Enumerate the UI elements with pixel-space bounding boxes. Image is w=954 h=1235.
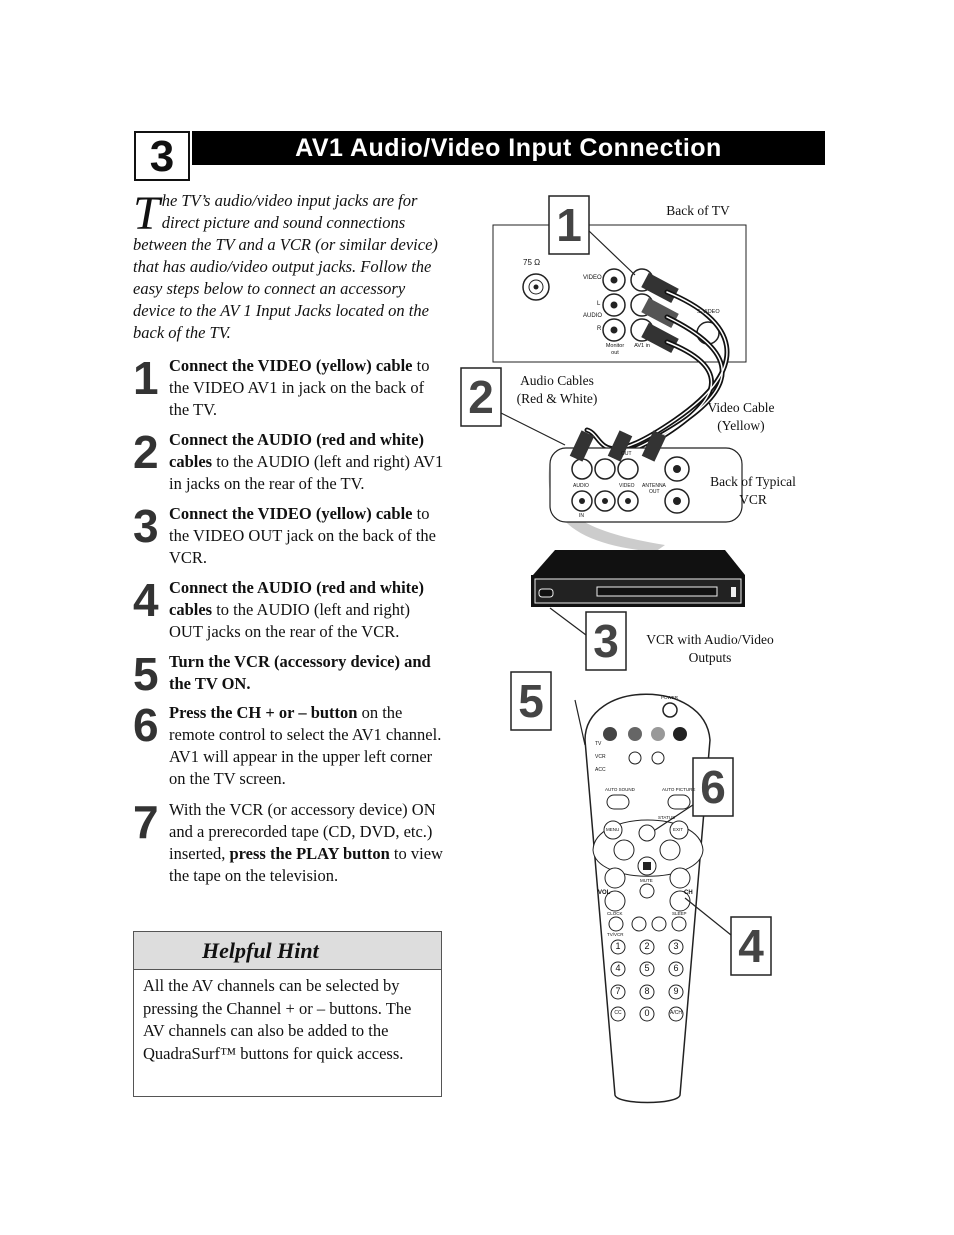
- label-audio-cables: Audio Cables (Red & White): [516, 373, 598, 406]
- remote-digit-1: 1: [615, 941, 621, 951]
- callout-2: 2: [468, 371, 494, 423]
- vcr-front: [531, 550, 745, 607]
- callout-boxes: [460, 195, 772, 976]
- section-number: 3: [134, 131, 190, 181]
- remote-digit-8: 8: [644, 986, 650, 996]
- callout-5: 5: [518, 675, 544, 727]
- remote-auto-sound-label: AUTO SOUND: [605, 787, 635, 792]
- remote-tvvcr-label: TV/VCR: [607, 932, 624, 937]
- step-7: 7 With the VCR (or accessory device) ON …: [133, 799, 453, 911]
- intro-dropcap: T: [133, 187, 160, 240]
- vcr-cable-plugs: [569, 430, 667, 462]
- vcr-antenna-label: ANTENNA: [642, 483, 666, 489]
- label-back-of-tv: Back of TV: [666, 203, 730, 218]
- callout-4: 4: [738, 920, 764, 972]
- callout-6: 6: [700, 761, 726, 813]
- step-text: Connect the VIDEO (yellow) cable to the …: [169, 504, 436, 567]
- step-text: Connect the AUDIO (red and white) cables…: [169, 430, 444, 493]
- step-text: Turn the VCR (accessory device) and the …: [169, 652, 431, 693]
- tv-monitor-out-label: Monitor out: [605, 343, 625, 356]
- step-text: With the VCR (or accessory device) ON an…: [169, 800, 443, 885]
- remote-tv-label: TV: [595, 741, 602, 747]
- hint-title: Helpful Hint: [133, 931, 442, 970]
- step-text: Connect the AUDIO (red and white) cables…: [169, 578, 424, 641]
- tv-audio-label: AUDIO: [583, 313, 603, 319]
- connection-diagram: [460, 195, 772, 1104]
- remote-cc-label: CC: [614, 1010, 622, 1016]
- section-title: AV1 Audio/Video Input Connection: [192, 131, 825, 165]
- remote-digit-0: 0: [644, 1008, 650, 1018]
- step-6: 6 Press the CH + or – button on the remo…: [133, 702, 453, 794]
- step-number: 5: [133, 648, 159, 700]
- step-1: 1 Connect the VIDEO (yellow) cable to th…: [133, 355, 453, 425]
- step-number: 2: [133, 426, 159, 478]
- callout-1: 1: [556, 199, 582, 251]
- remote-status-label: STATUS: [658, 815, 676, 820]
- remote-clock-label: CLOCK: [607, 911, 623, 916]
- remote-ach-label: A/CH: [670, 1010, 682, 1016]
- step-3: 3 Connect the VIDEO (yellow) cable to th…: [133, 503, 453, 573]
- remote-digit-5: 5: [644, 963, 650, 973]
- remote-digit-6: 6: [673, 963, 679, 973]
- remote-digit-3: 3: [673, 941, 679, 951]
- tv-video-label: VIDEO: [583, 275, 602, 281]
- vcr-video-label: VIDEO: [619, 483, 635, 489]
- tv-ohm-label: 75 Ω: [523, 258, 541, 267]
- step-text: Press the CH + or – button on the remote…: [169, 703, 442, 788]
- panel-shadow: [548, 460, 665, 552]
- step-number: 6: [133, 699, 159, 751]
- label-vcr-with: VCR with Audio/Video Outputs: [646, 632, 774, 665]
- remote-digit-9: 9: [673, 986, 679, 996]
- remote-digit-2: 2: [644, 941, 650, 951]
- remote-digit-7: 7: [615, 986, 621, 996]
- tv-av1-in-label: AV1 in: [634, 343, 650, 349]
- tv-svideo-label: S-VIDEO: [697, 309, 720, 315]
- label-video-cable: Video Cable (Yellow): [707, 400, 775, 433]
- step-number: 7: [133, 796, 159, 848]
- step-4: 4 Connect the AUDIO (red and white) cabl…: [133, 577, 453, 647]
- tv-r-label: R: [597, 326, 602, 332]
- remote-acc-label: ACC: [595, 767, 606, 773]
- connection-figure: 1 2 3 4 5 6 Back of TV Audio Cables (Red…: [455, 190, 835, 1115]
- remote-mute-label: MUTE: [640, 878, 653, 883]
- vcr-in-label: IN: [579, 513, 584, 519]
- step-2: 2 Connect the AUDIO (red and white) cabl…: [133, 429, 453, 499]
- remote-vol-label: VOL: [598, 890, 611, 896]
- vcr-audio-label: AUDIO: [573, 483, 589, 489]
- step-5: 5 Turn the VCR (accessory device) and th…: [133, 651, 453, 697]
- remote-sleep-label: SLEEP: [672, 911, 687, 916]
- remote-ch-label: CH: [684, 890, 693, 896]
- vcr-antenna-out-label: OUT: [649, 489, 660, 495]
- tv-l-label: L: [597, 301, 601, 307]
- callout-3: 3: [593, 615, 619, 667]
- remote-menu-label: MENU: [606, 827, 620, 832]
- label-back-of-vcr: Back of Typical VCR: [710, 474, 796, 507]
- remote-auto-picture-label: AUTO PICTURE: [662, 787, 696, 792]
- step-text: Connect the VIDEO (yellow) cable to the …: [169, 356, 430, 419]
- step-number: 1: [133, 352, 159, 404]
- antenna-jack-pin: [533, 284, 539, 290]
- step-number: 3: [133, 500, 159, 552]
- remote-control: [584, 693, 711, 1104]
- remote-vcr-label: VCR: [595, 754, 606, 760]
- step-number: 4: [133, 574, 159, 626]
- vcr-out-label: OUT: [621, 451, 632, 457]
- remote-exit-label: EXIT: [673, 827, 684, 832]
- hint-body: All the AV channels can be selected by p…: [133, 969, 442, 1097]
- remote-power-label: POWER: [661, 695, 679, 700]
- remote-digit-4: 4: [615, 963, 621, 973]
- intro-text: he TV’s audio/video input jacks are for …: [133, 191, 438, 342]
